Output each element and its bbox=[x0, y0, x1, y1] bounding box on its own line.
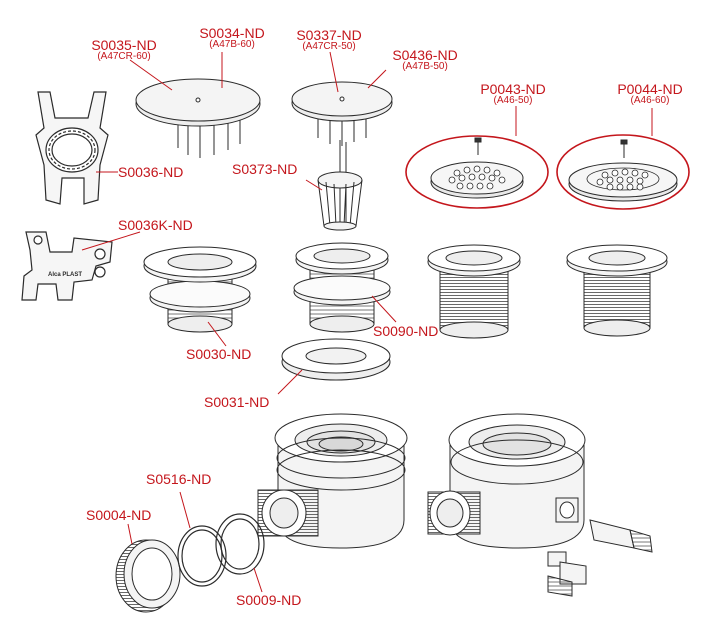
trap-body-left bbox=[257, 413, 408, 549]
label-s0036k: S0036K-ND bbox=[118, 217, 193, 233]
nut-s0004 bbox=[115, 539, 181, 613]
hose-connector-elbow bbox=[547, 551, 587, 597]
wrench-marking: Alca PLAST bbox=[48, 272, 82, 278]
leader-s0436 bbox=[367, 69, 387, 89]
label-s0337-sub: (A47CR-50) bbox=[302, 41, 356, 52]
ring-s0516 bbox=[177, 525, 227, 587]
label-s0035-code: S0035-ND bbox=[91, 37, 157, 53]
washer-s0031 bbox=[281, 338, 391, 381]
tool-s0036 bbox=[35, 91, 109, 205]
label-s0516: S0516-ND bbox=[146, 471, 212, 487]
cover-plate-s0337 bbox=[291, 81, 393, 146]
label-s0337: S0337-ND (A47CR-50) bbox=[296, 28, 361, 52]
label-p0043-code: P0043-ND bbox=[480, 81, 546, 97]
label-s0035-sub: (A47CR-60) bbox=[97, 51, 151, 62]
label-s0009: S0009-ND bbox=[236, 592, 302, 608]
waste-body-60 bbox=[566, 244, 668, 337]
label-s0436-sub: (A47B-50) bbox=[402, 61, 448, 72]
hose-connector-straight bbox=[589, 519, 653, 553]
label-s0004: S0004-ND bbox=[86, 507, 152, 523]
leader-s0036k bbox=[81, 231, 141, 251]
leader-s0090 bbox=[371, 295, 397, 323]
label-p0044-sub: (A46-60) bbox=[630, 95, 670, 106]
leader-s0337 bbox=[329, 51, 339, 93]
cover-plate-s0034 bbox=[135, 78, 261, 158]
label-s0034-code: S0034-ND bbox=[199, 25, 265, 41]
trap-body-right bbox=[427, 413, 586, 549]
label-s0436: S0436-ND (A47B-50) bbox=[392, 48, 457, 72]
waste-s0030 bbox=[143, 246, 257, 333]
wrench-s0036k: Alca PLAST bbox=[21, 231, 113, 301]
leader-lines bbox=[81, 51, 653, 593]
label-p0044-code: P0044-ND bbox=[617, 81, 683, 97]
label-s0337-code: S0337-ND bbox=[296, 27, 362, 43]
label-s0034-sub: (A47B-60) bbox=[209, 39, 255, 50]
grid-p0043 bbox=[405, 135, 549, 209]
leader-s0373 bbox=[305, 179, 323, 191]
leader-s0009 bbox=[253, 567, 263, 593]
waste-s0090 bbox=[293, 242, 391, 333]
label-s0036: S0036-ND bbox=[118, 164, 184, 180]
leader-s0004 bbox=[127, 523, 133, 545]
label-s0031: S0031-ND bbox=[204, 394, 270, 410]
waste-body-50 bbox=[427, 244, 521, 339]
ring-s0009 bbox=[215, 513, 265, 575]
label-p0043-sub: (A46-50) bbox=[493, 95, 533, 106]
label-s0436-code: S0436-ND bbox=[392, 47, 458, 63]
basket-s0373 bbox=[317, 140, 363, 231]
label-p0044: P0044-ND (A46-60) bbox=[617, 82, 682, 106]
label-s0090: S0090-ND bbox=[373, 323, 439, 339]
label-s0373: S0373-ND bbox=[232, 161, 298, 177]
label-p0043: P0043-ND (A46-50) bbox=[480, 82, 545, 106]
leader-s0516 bbox=[179, 491, 191, 529]
label-s0030: S0030-ND bbox=[186, 346, 252, 362]
label-s0035: S0035-ND (A47CR-60) bbox=[91, 38, 156, 62]
leader-s0030 bbox=[207, 321, 227, 347]
label-s0034: S0034-ND (A47B-60) bbox=[199, 26, 264, 50]
leader-s0035 bbox=[129, 59, 173, 91]
grid-p0044 bbox=[556, 134, 690, 210]
leader-s0031 bbox=[277, 369, 303, 395]
